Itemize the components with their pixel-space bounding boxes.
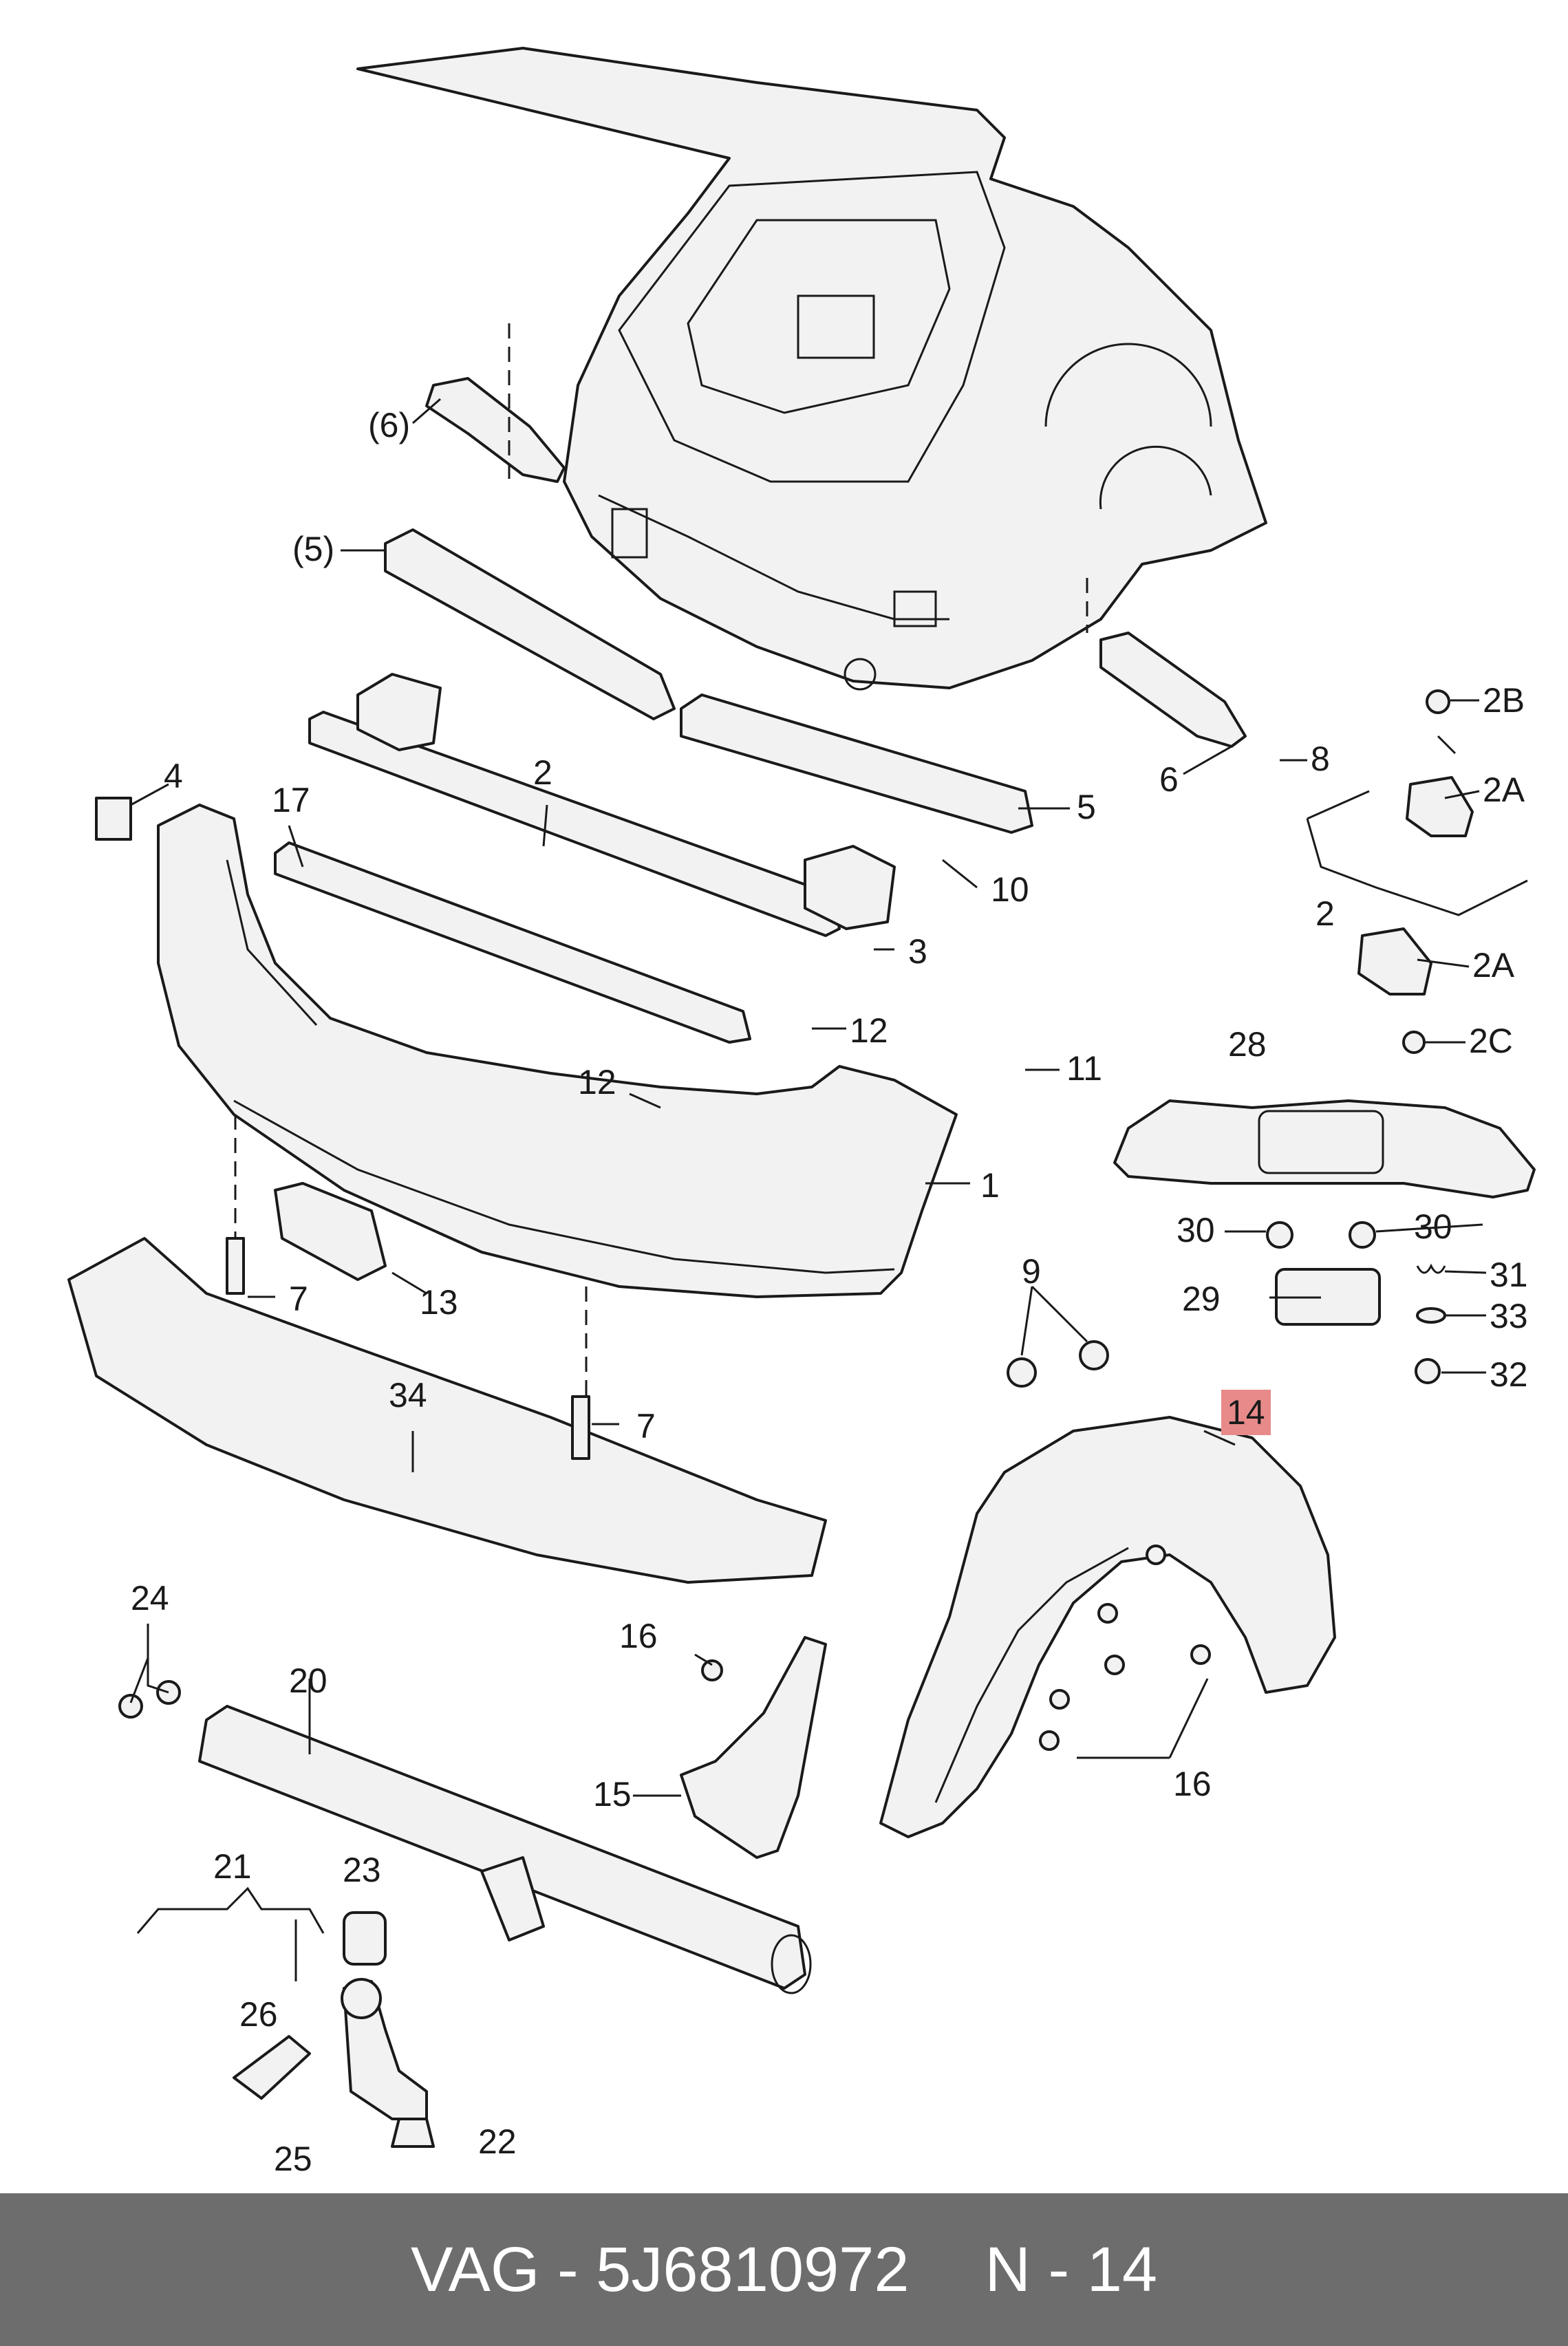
part-7-rivet-a (226, 1237, 245, 1295)
callout-30-left: 30 (1177, 1211, 1215, 1249)
part-6-bracket-right (1099, 632, 1247, 748)
callout-5: 5 (1077, 788, 1096, 826)
part-reference-text: VAG - 5J6810972 (410, 2234, 910, 2305)
callout-9: 9 (1022, 1252, 1041, 1291)
part-5-guide-right (680, 693, 1033, 834)
callout-29: 29 (1182, 1280, 1221, 1318)
callout-7-b: 7 (636, 1407, 656, 1445)
car-body-rear (356, 47, 1267, 691)
part-22-clip (391, 2118, 435, 2148)
callout-13: 13 (420, 1283, 458, 1322)
part-15-mud-flap (680, 1636, 827, 1859)
callout-12-b: 12 (578, 1063, 616, 1101)
part-5-guide-left (384, 528, 676, 720)
callout-2-right: 2 (1315, 894, 1335, 933)
position-reference-text: N - 14 (985, 2234, 1158, 2305)
part-2-wire-bracket (1306, 790, 1528, 916)
callout-labels: (6) (5) 4 17 2 5 6 8 2B 2A 2 2A 10 3 12 … (131, 406, 1528, 2178)
callout-2A-bottom: 2A (1472, 946, 1515, 984)
part-33-washer (1416, 1307, 1446, 1324)
callout-4: 4 (164, 757, 183, 795)
callout-16-b: 16 (1173, 1765, 1212, 1803)
part-2-reinforcement-bar (308, 711, 841, 937)
part-2C-nut (1402, 1031, 1426, 1054)
part-28-trim-panel (1113, 1099, 1536, 1198)
callout-3: 3 (908, 932, 927, 971)
callout-8: 8 (1311, 740, 1330, 778)
part-2B-screw (1426, 689, 1450, 714)
callout-2A-top: 2A (1483, 771, 1525, 809)
callout-15: 15 (593, 1775, 632, 1814)
callout-6-bracketed: (6) (368, 406, 410, 444)
part-number-footer: VAG - 5J6810972 N - 14 (0, 2193, 1568, 2346)
callout-6: 6 (1159, 760, 1179, 799)
part-9-rivet-b (1079, 1340, 1109, 1370)
part-34-diffuser (67, 1237, 827, 1584)
part-26-key (233, 2035, 311, 2100)
callout-31: 31 (1490, 1256, 1528, 1294)
callout-2: 2 (533, 753, 552, 792)
callout-30-right: 30 (1414, 1207, 1452, 1246)
part-13-bracket (274, 1182, 387, 1281)
leader-lines (129, 398, 1487, 1981)
part-2-bracket-left (356, 673, 442, 751)
part-2-bracket-right (804, 845, 896, 930)
part-32-screw (1415, 1358, 1441, 1384)
part-1-bumper-cover (157, 804, 958, 1298)
part-4-clip (95, 797, 132, 841)
part-6-bracket-left (425, 377, 566, 483)
part-30-screw-right (1349, 1221, 1376, 1249)
callout-28: 28 (1228, 1025, 1267, 1064)
callout-17: 17 (272, 781, 310, 819)
callout-21: 21 (213, 1847, 252, 1886)
part-14-wheel-housing-liner (879, 1416, 1336, 1838)
part-30-screw-left (1266, 1221, 1293, 1249)
callout-25: 25 (274, 2140, 312, 2178)
part-24-bolt-b (118, 1694, 143, 1719)
part-9-rivet-a (1007, 1357, 1037, 1388)
callout-23: 23 (343, 1851, 381, 1889)
callout-34: 34 (389, 1376, 427, 1414)
callout-5-bracketed: (5) (292, 530, 334, 568)
part-23-cap (343, 1911, 387, 1966)
part-7-rivet-b (571, 1395, 590, 1460)
callout-16-a: 16 (619, 1617, 658, 1655)
callout-24: 24 (131, 1579, 169, 1617)
callout-12-a: 12 (850, 1011, 888, 1050)
callout-22: 22 (478, 2122, 517, 2161)
callout-10: 10 (991, 870, 1029, 909)
callout-2B: 2B (1483, 681, 1525, 720)
part-16-screw (701, 1659, 723, 1681)
callout-1: 1 (980, 1166, 1000, 1205)
part-2A-clip-bottom (1357, 927, 1432, 996)
highlight-box (1221, 1390, 1271, 1435)
callout-7-a: 7 (289, 1280, 308, 1318)
part-17-guide (274, 841, 751, 1044)
part-2A-clip-top (1406, 776, 1474, 837)
callout-11: 11 (1066, 1049, 1102, 1088)
exploded-parts-diagram: (6) (5) 4 17 2 5 6 8 2B 2A 2 2A 10 3 12 … (67, 47, 1536, 2178)
callout-33: 33 (1490, 1297, 1528, 1335)
callout-2C: 2C (1469, 1022, 1513, 1060)
callout-14: 14 (1227, 1393, 1265, 1432)
part-20-mount-plate (480, 1856, 545, 1941)
part-31-clip (1416, 1263, 1446, 1274)
callout-26: 26 (239, 1995, 278, 2034)
part-20-tow-bar (198, 1705, 806, 1990)
callout-20: 20 (289, 1661, 327, 1700)
callout-32: 32 (1490, 1355, 1528, 1394)
